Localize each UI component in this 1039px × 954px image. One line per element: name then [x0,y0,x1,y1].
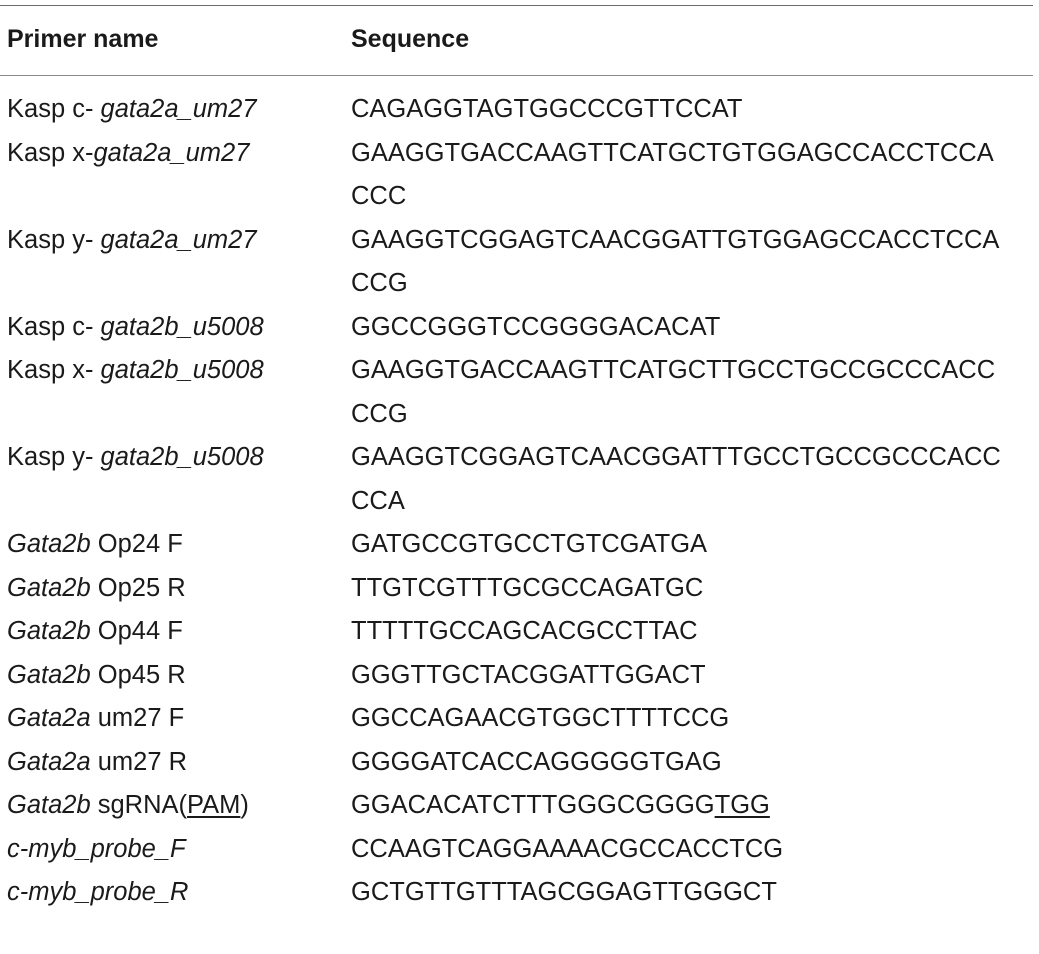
table-body: Kasp c- gata2a_um27 CAGAGGTAGTGGCCCGTTCCA… [0,88,1039,915]
sequence-cell: GAAGGTGACCAAGTTCATGCTGTGGAGCCACCTCCACCC [351,138,994,211]
table-row: Gata2b Op24 F GATGCCGTGCCTGTCGATGA [0,523,1039,567]
primer-name-cell: Kasp y- gata2a_um27 [7,225,257,254]
table-row: Gata2a um27 R GGGGATCACCAGGGGGTGAG [0,741,1039,785]
table-row: Kasp x- gata2b_u5008 GAAGGTGACCAAGTTCATGC… [0,349,1039,436]
table-row: Kasp c- gata2a_um27 CAGAGGTAGTGGCCCGTTCCA… [0,88,1039,132]
primer-name-cell: c-myb_probe_F [7,834,186,863]
sequence-cell: GGCCGGGTCCGGGGACACAT [351,312,721,341]
primer-name-cell: Kasp x-gata2a_um27 [7,138,250,167]
primer-name-cell: Kasp x- gata2b_u5008 [7,356,264,384]
sequence-cell: GATGCCGTGCCTGTCGATGA [351,530,708,558]
table-row: c-myb_probe_R GCTGTTGTTTAGCGGAGTTGGGCT [0,871,1039,915]
primer-name-cell: Gata2a um27 F [7,704,185,732]
table-row: Gata2a um27 F GGCCAGAACGTGGCTTTTCCG [0,697,1039,741]
primer-name-cell: Kasp c- gata2a_um27 [7,95,257,123]
sequence-cell: CCAAGTCAGGAAAACGCCACCTCG [351,834,784,863]
sequence-cell: GCTGTTGTTTAGCGGAGTTGGGCT [351,878,777,906]
table-row: Kasp y- gata2a_um27 GAAGGTCGGAGTCAACGGATT… [0,219,1039,306]
primer-name-cell: Gata2b Op25 R [7,573,186,602]
table-row: Kasp c- gata2b_u5008 GGCCGGGTCCGGGGACACAT [0,306,1039,350]
table-row: Gata2b Op45 R GGGTTGCTACGGATTGGACT [0,654,1039,698]
header-primer-name: Primer name [7,25,159,53]
sequence-cell: CAGAGGTAGTGGCCCGTTCCAT [351,95,743,123]
table-row: Gata2b Op44 F TTTTTGCCAGCACGCCTTAC [0,610,1039,654]
sequence-cell: GAAGGTGACCAAGTTCATGCTTGCCTGCCGCCCACCCCG [351,356,996,428]
sequence-cell: GGACACATCTTTGGGCGGGGTGG [351,791,770,819]
sequence-cell: GGGGATCACCAGGGGGTGAG [351,747,722,776]
primer-name-cell: c-myb_probe_R [7,878,189,906]
primer-name-cell: Gata2b Op45 R [7,660,186,689]
header-sequence: Sequence [351,25,470,53]
sequence-cell: GGCCAGAACGTGGCTTTTCCG [351,704,730,732]
table-row: Gata2b Op25 R TTGTCGTTTGCGCCAGATGC [0,567,1039,611]
table-row: Gata2b sgRNA(PAM) GGACACATCTTTGGGCGGGGTGG [0,784,1039,828]
sequence-cell: TTTTTGCCAGCACGCCTTAC [351,617,698,645]
primer-name-cell: Gata2a um27 R [7,747,188,776]
pam-sequence: TGG [714,791,770,819]
table-row: c-myb_probe_F CCAAGTCAGGAAAACGCCACCTCG [0,828,1039,872]
table-row: Kasp y- gata2b_u5008 GAAGGTCGGAGTCAACGGAT… [0,436,1039,523]
sequence-cell: TTGTCGTTTGCGCCAGATGC [351,573,704,602]
sequence-cell: GAAGGTCGGAGTCAACGGATTTGCCTGCCGCCCACCCCA [351,443,1001,515]
table-top-rule [0,5,1033,6]
table-row: Kasp x-gata2a_um27 GAAGGTGACCAAGTTCATGCTG… [0,132,1039,219]
sequence-cell: GAAGGTCGGAGTCAACGGATTGTGGAGCCACCTCCACCG [351,225,1000,298]
table-header-rule [0,75,1033,76]
sequence-cell: GGGTTGCTACGGATTGGACT [351,660,706,689]
table-header-row: Primer name Sequence [0,25,1039,59]
primer-name-cell: Gata2b sgRNA(PAM) [7,791,249,819]
primer-name-cell: Gata2b Op44 F [7,617,183,645]
primer-name-cell: Kasp c- gata2b_u5008 [7,312,264,341]
primer-name-cell: Gata2b Op24 F [7,530,183,558]
primer-name-cell: Kasp y- gata2b_u5008 [7,443,264,471]
